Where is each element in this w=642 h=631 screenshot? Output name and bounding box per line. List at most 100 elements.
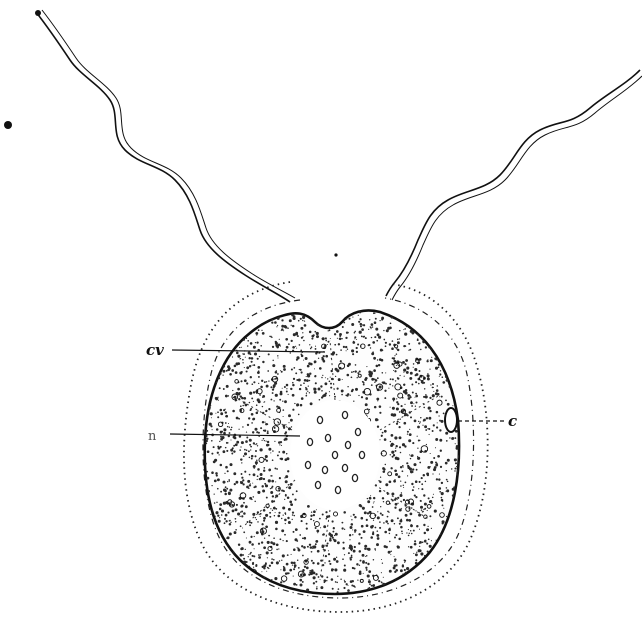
- stipple-dot: [285, 514, 286, 515]
- stipple-dot: [377, 511, 378, 512]
- stipple-dot: [409, 349, 411, 351]
- stipple-dot: [292, 325, 294, 327]
- stipple-dot: [231, 369, 234, 372]
- stipple-dot: [282, 401, 283, 402]
- stipple-dot: [397, 517, 399, 519]
- stipple-dot: [408, 439, 411, 442]
- stipple-dot: [313, 520, 314, 521]
- stipple-dot: [437, 385, 438, 386]
- stipple-dot: [394, 536, 396, 538]
- stipple-dot: [392, 385, 393, 386]
- stipple-dot: [406, 371, 409, 374]
- stipple-dot: [269, 512, 271, 514]
- stipple-dot: [211, 559, 213, 561]
- stipple-dot: [359, 331, 362, 334]
- stipple-dot: [301, 545, 303, 547]
- stipple-dot: [436, 585, 437, 586]
- stipple-dot: [337, 388, 339, 390]
- stipple-dot: [216, 577, 217, 578]
- stipple-dot: [258, 554, 260, 556]
- stipple-dot: [448, 365, 450, 367]
- stipple-dot: [265, 525, 268, 528]
- stipple-dot: [264, 585, 267, 588]
- stipple-dot: [385, 383, 387, 385]
- stipple-dot: [292, 493, 294, 495]
- stipple-dot: [231, 562, 233, 564]
- stipple-dot: [304, 379, 307, 382]
- stipple-dot: [321, 396, 323, 398]
- stipple-dot: [254, 548, 255, 549]
- stipple-dot: [431, 503, 433, 505]
- stipple-dot: [218, 377, 220, 379]
- stipple-dot: [407, 576, 409, 578]
- stipple-dot: [234, 483, 236, 485]
- stipple-dot: [240, 481, 243, 484]
- stipple-dot: [366, 548, 368, 550]
- stipple-dot: [443, 591, 445, 593]
- stipple-dot: [439, 488, 440, 489]
- stipple-dot: [223, 551, 224, 552]
- stipple-dot: [428, 417, 431, 420]
- stipple-dot: [432, 383, 434, 385]
- stipple-dot: [364, 511, 367, 514]
- stipple-dot: [413, 486, 415, 488]
- stipple-dot: [220, 409, 223, 412]
- stipple-dot: [382, 563, 383, 564]
- stipple-dot: [246, 338, 247, 339]
- stipple-dot: [444, 359, 446, 361]
- stipple-dot: [359, 550, 362, 553]
- stipple-dot: [332, 351, 335, 354]
- stipple-dot: [406, 532, 407, 533]
- stipple-dot: [225, 520, 227, 522]
- stipple-dot: [453, 543, 455, 545]
- stipple-dot: [335, 376, 336, 377]
- stipple-dot: [360, 323, 363, 326]
- stipple-dot: [319, 399, 321, 401]
- stipple-dot: [379, 320, 380, 321]
- stipple-dot: [212, 586, 214, 588]
- stipple-dot: [254, 455, 256, 457]
- stipple-dot: [208, 531, 210, 533]
- stipple-dot: [217, 515, 219, 517]
- stipple-dot: [351, 555, 353, 557]
- stipple-dot: [206, 325, 209, 328]
- stipple-dot: [286, 388, 287, 389]
- stipple-dot: [372, 326, 373, 327]
- stipple-dot: [220, 594, 222, 596]
- stipple-dot: [216, 502, 217, 503]
- stipple-dot: [224, 473, 225, 474]
- stipple-dot: [348, 552, 350, 554]
- stipple-dot: [240, 458, 242, 460]
- stipple-dot: [227, 365, 230, 368]
- stipple-dot: [256, 531, 259, 534]
- stipple-dot: [240, 548, 243, 551]
- stipple-dot: [248, 325, 251, 328]
- stipple-dot: [264, 381, 266, 383]
- stipple-dot: [387, 511, 389, 513]
- stipple-dot: [281, 518, 282, 519]
- stipple-dot: [225, 352, 226, 353]
- stipple-dot: [436, 389, 439, 392]
- stipple-dot: [260, 513, 262, 515]
- stipple-dot: [429, 369, 430, 370]
- stipple-dot: [225, 416, 226, 417]
- stipple-dot: [363, 324, 365, 326]
- stipple-dot: [214, 459, 217, 462]
- stipple-dot: [246, 382, 248, 384]
- stipple-dot: [220, 446, 222, 448]
- stipple-dot: [368, 570, 371, 573]
- stipple-dot: [445, 543, 446, 544]
- stipple-dot: [205, 329, 207, 331]
- stipple-dot: [259, 356, 260, 357]
- stipple-dot: [247, 424, 249, 426]
- stipple-dot: [371, 337, 372, 338]
- stipple-dot: [419, 462, 421, 464]
- stipple-dot: [394, 370, 396, 372]
- stipple-dot: [246, 576, 249, 579]
- stipple-dot: [441, 344, 443, 346]
- stipple-dot: [250, 589, 251, 590]
- stipple-dot: [430, 461, 433, 464]
- stipple-dot: [457, 499, 458, 500]
- stipple-dot: [261, 380, 263, 382]
- stipple-dot: [457, 391, 459, 393]
